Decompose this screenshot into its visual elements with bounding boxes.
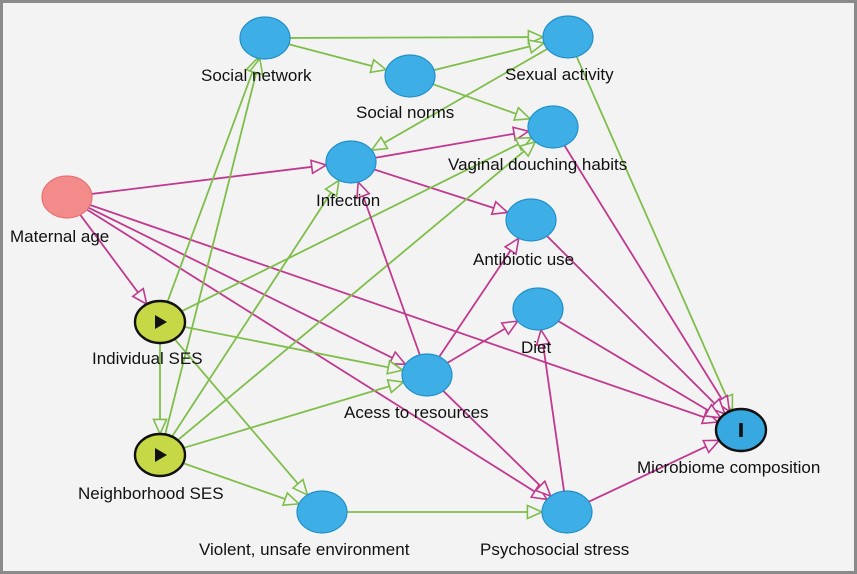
node-diet xyxy=(512,287,564,331)
edge-neighborhood-ses-to-infection xyxy=(171,178,341,438)
node-maternal-age xyxy=(41,175,93,219)
label-violent-env: Violent, unsafe environment xyxy=(199,540,410,559)
label-vaginal-douching: Vaginal douching habits xyxy=(448,155,627,174)
edge-psychosocial-stress-to-diet xyxy=(535,327,565,492)
edge-individual-ses-to-social-network xyxy=(166,56,260,303)
node-infection xyxy=(325,140,377,184)
label-social-network: Social network xyxy=(201,66,312,85)
nodes-layer xyxy=(41,15,768,534)
label-neighborhood-ses: Neighborhood SES xyxy=(78,484,224,503)
exposure-play-icon xyxy=(155,448,167,462)
node-individual-ses xyxy=(133,299,187,345)
label-individual-ses: Individual SES xyxy=(92,349,203,368)
label-infection: Infection xyxy=(316,191,380,210)
edge-psychosocial-stress-to-microbiome xyxy=(588,439,721,503)
node-psychosocial-stress xyxy=(541,490,593,534)
edge-social-network-to-sexual-activity xyxy=(289,29,545,45)
node-social-norms xyxy=(384,54,436,98)
edge-access-resources-to-diet xyxy=(446,320,520,364)
edge-maternal-age-to-infection xyxy=(91,159,329,195)
exposure-play-icon xyxy=(155,315,167,329)
label-psychosocial-stress: Psychosocial stress xyxy=(480,540,629,559)
edge-social-norms-to-sexual-activity xyxy=(433,39,546,71)
node-vaginal-douching xyxy=(527,105,579,149)
edge-infection-to-vaginal-douching xyxy=(375,126,531,159)
edge-neighborhood-ses-to-violent-env xyxy=(182,462,301,507)
label-antibiotic-use: Antibiotic use xyxy=(473,250,574,269)
edge-sexual-activity-to-microbiome xyxy=(575,56,734,413)
node-violent-env xyxy=(296,490,348,534)
label-sexual-activity: Sexual activity xyxy=(505,65,614,84)
node-microbiome xyxy=(714,407,768,453)
edge-individual-ses-to-violent-env xyxy=(173,338,309,497)
edge-maternal-age-to-individual-ses xyxy=(79,214,148,306)
node-social-network xyxy=(239,16,291,60)
edge-access-resources-to-infection xyxy=(356,180,421,356)
edge-sexual-activity-to-infection xyxy=(369,48,548,152)
edge-neighborhood-ses-to-access-resources xyxy=(183,379,406,449)
edge-neighborhood-ses-to-vaginal-douching xyxy=(177,140,537,441)
edges-layer xyxy=(79,29,734,520)
labels-layer: Social network Social norms Sexual activ… xyxy=(10,65,820,559)
label-social-norms: Social norms xyxy=(356,103,454,122)
edge-neighborhood-ses-to-social-network xyxy=(164,56,264,435)
edge-access-resources-to-antibiotic-use xyxy=(438,236,520,358)
edge-infection-to-antibiotic-use xyxy=(374,168,510,216)
edge-individual-ses-to-neighborhood-ses xyxy=(152,343,168,436)
edge-violent-env-to-psychosocial-stress xyxy=(347,504,544,520)
edge-access-resources-to-psychosocial-stress xyxy=(442,390,553,498)
label-access-resources: Acess to resources xyxy=(344,403,489,422)
node-neighborhood-ses xyxy=(133,432,187,478)
edge-individual-ses-to-access-resources xyxy=(184,325,405,375)
edge-diet-to-microbiome xyxy=(557,320,723,419)
outcome-bar-icon xyxy=(739,423,743,437)
label-maternal-age: Maternal age xyxy=(10,227,109,246)
node-access-resources xyxy=(401,353,453,397)
edge-social-network-to-social-norms xyxy=(288,43,389,74)
node-antibiotic-use xyxy=(505,198,557,242)
edge-social-norms-to-vaginal-douching xyxy=(432,83,532,121)
label-diet: Diet xyxy=(521,338,552,357)
edge-antibiotic-use-to-microbiome xyxy=(546,235,727,416)
node-sexual-activity xyxy=(542,15,594,59)
label-microbiome: Microbiome composition xyxy=(637,458,820,477)
edge-maternal-age-to-access-resources xyxy=(88,206,408,366)
